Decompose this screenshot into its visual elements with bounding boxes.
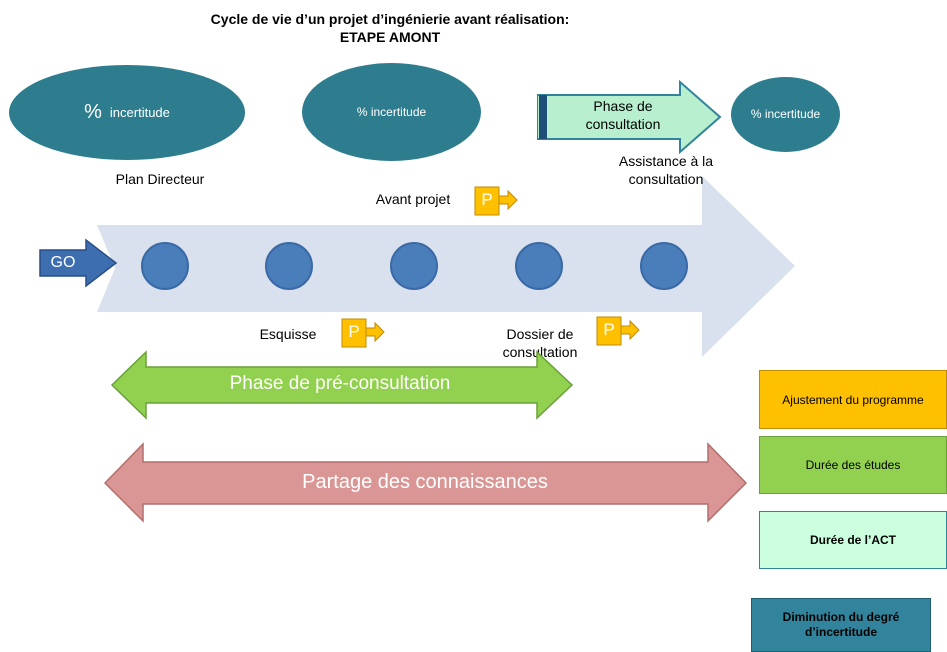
go-arrow <box>39 238 118 288</box>
diagram-title: Cycle de vie d’un projet d’ingénierie av… <box>0 10 780 46</box>
uncertainty-label: incertitude <box>109 105 170 120</box>
process-arrow <box>97 176 795 357</box>
p-letter: P <box>481 190 493 209</box>
milestone-node-plan-directeur <box>141 242 189 290</box>
uncertainty-ellipse-3: % incertitude <box>731 77 840 152</box>
pre-consultation-arrow <box>110 350 574 420</box>
p-letter: P <box>348 322 360 341</box>
p-letter: P <box>603 320 615 339</box>
uncertainty-label: % incertitude <box>356 105 427 119</box>
pre-consultation-label: Phase de pré-consultation <box>229 373 451 394</box>
p-marker-avant-projet: P <box>474 186 522 216</box>
consultation-phase-label: Phase de consultation <box>585 98 661 132</box>
legend-uncertainty-decrease: Diminution du degré d’incertitude <box>751 598 931 652</box>
uncertainty-label: % incertitude <box>750 107 821 121</box>
milestone-node-assistance <box>640 242 688 290</box>
milestone-node-avant-projet <box>390 242 438 290</box>
p-marker-dossier: P <box>596 316 644 346</box>
legend-label: Durée de l’ACT <box>809 533 896 547</box>
legend-program-adjustment: Ajustement du programme <box>759 370 947 429</box>
milestone-node-dossier <box>515 242 563 290</box>
knowledge-sharing-arrow <box>103 442 748 523</box>
uncertainty-ellipse-1: % incertitude <box>9 65 245 160</box>
p-marker-esquisse: P <box>341 318 389 348</box>
label-esquisse: Esquisse <box>259 326 317 342</box>
go-label: GO <box>50 254 76 271</box>
uncertainty-ellipse-2: % incertitude <box>302 63 481 161</box>
consultation-phase-arrow <box>537 80 722 154</box>
legend-label: Ajustement du programme <box>782 392 924 407</box>
legend-label: Durée des études <box>805 458 901 472</box>
legend-label: Diminution du degré d’incertitude <box>782 610 900 639</box>
knowledge-sharing-label: Partage des connaissances <box>302 471 548 493</box>
title-line-1: Cycle de vie d’un projet d’ingénierie av… <box>210 11 570 27</box>
milestone-node-esquisse <box>265 242 313 290</box>
label-dossier: Dossier de consultation <box>502 326 578 360</box>
legend-act-duration: Durée de l’ACT <box>759 511 947 569</box>
label-plan-directeur: Plan Directeur <box>115 171 205 187</box>
label-avant-projet: Avant projet <box>375 191 451 207</box>
percent-symbol: % <box>84 101 102 123</box>
title-line-2: ETAPE AMONT <box>339 29 441 45</box>
legend-study-duration: Durée des études <box>759 436 947 494</box>
label-assistance: Assistance à la consultation <box>618 153 714 187</box>
